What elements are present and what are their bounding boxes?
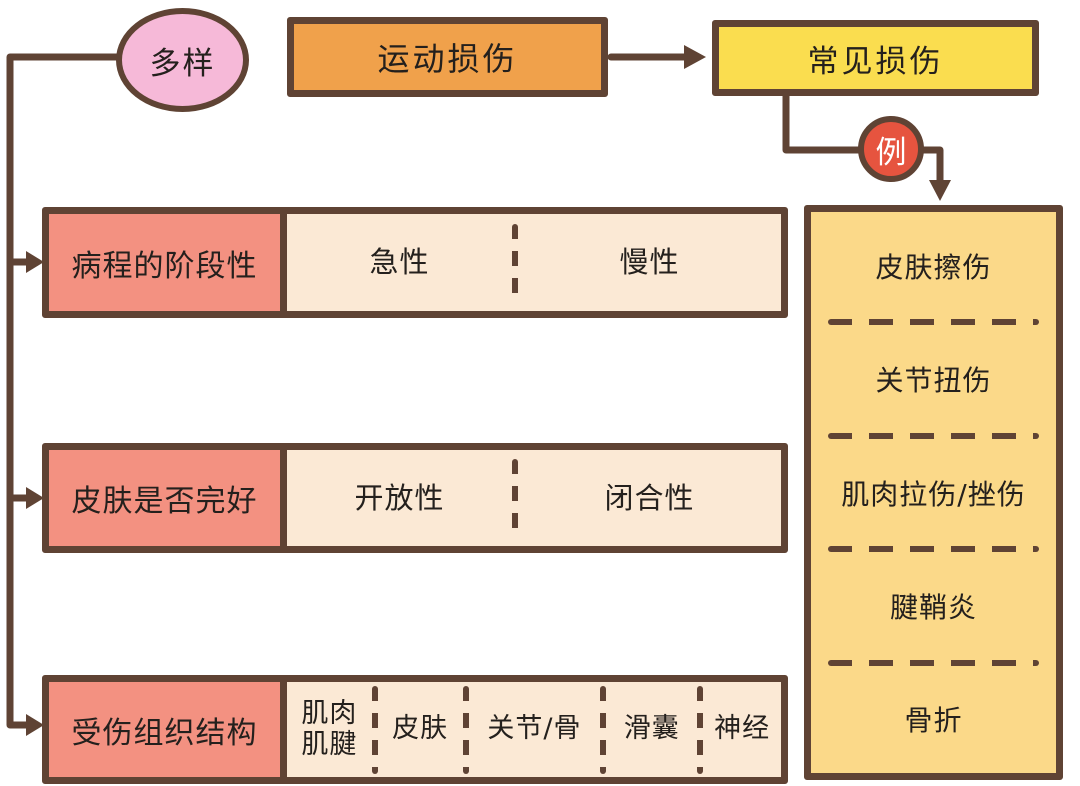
example-item: 腱鞘炎 <box>889 590 977 624</box>
example-arrow-head <box>929 180 951 201</box>
arrow-head-row-3 <box>26 714 44 736</box>
dashed-divider <box>600 685 607 774</box>
common-injury-label: 常见损伤 <box>807 43 944 80</box>
option-cell: 闭合性 <box>604 480 695 515</box>
dashed-divider <box>512 223 519 302</box>
dashed-separator <box>828 659 1039 666</box>
main-arrow-head <box>684 45 706 69</box>
example-badge-label: 例 <box>875 134 907 171</box>
dashed-separator <box>828 319 1039 326</box>
variety-label: 多样 <box>149 45 216 82</box>
example-item: 关节扭伤 <box>875 364 992 398</box>
dashed-divider <box>512 459 519 537</box>
dashed-divider <box>462 685 469 774</box>
dashed-divider <box>697 685 704 774</box>
dashed-separator <box>828 432 1039 439</box>
row-options: 肌肉肌腱 皮肤 关节/骨 滑囊 神经 <box>287 682 781 777</box>
example-badge: 例 <box>858 116 924 182</box>
arrow-head-row-2 <box>26 487 44 509</box>
variety-circle: 多样 <box>116 8 249 112</box>
row-label: 皮肤是否完好 <box>49 450 287 546</box>
option-cell: 慢性 <box>619 245 680 280</box>
arrow-head-row-1 <box>26 251 44 273</box>
example-item: 肌肉拉伤/挫伤 <box>841 477 1026 511</box>
example-item: 骨折 <box>904 704 963 738</box>
option-cell: 皮肤 <box>392 713 449 745</box>
option-cell: 肌肉肌腱 <box>301 698 358 760</box>
dashed-separator <box>828 546 1039 553</box>
option-cell: 急性 <box>369 245 430 280</box>
example-item: 皮肤擦伤 <box>875 250 992 284</box>
option-cell: 关节/骨 <box>487 713 582 745</box>
left-connector-line <box>6 53 129 729</box>
dashed-divider <box>371 685 378 774</box>
row-options: 开放性 闭合性 <box>287 450 781 546</box>
examples-column: 皮肤擦伤 关节扭伤 肌肉拉伤/挫伤 腱鞘炎 骨折 <box>804 205 1063 780</box>
sports-injury-box: 运动损伤 <box>287 17 608 97</box>
common-injury-box: 常见损伤 <box>712 20 1039 96</box>
row-label: 病程的阶段性 <box>49 214 287 311</box>
option-cell: 滑囊 <box>623 713 680 745</box>
classification-row-skin: 皮肤是否完好 开放性 闭合性 <box>42 443 788 553</box>
classification-row-stage: 病程的阶段性 急性 慢性 <box>42 207 788 318</box>
option-cell: 神经 <box>714 713 771 745</box>
option-cell: 开放性 <box>354 480 445 515</box>
sports-injury-label: 运动损伤 <box>377 40 518 78</box>
classification-row-tissue: 受伤组织结构 肌肉肌腱 皮肤 关节/骨 滑囊 神经 <box>42 675 788 784</box>
row-options: 急性 慢性 <box>287 214 781 311</box>
row-label: 受伤组织结构 <box>49 682 287 777</box>
